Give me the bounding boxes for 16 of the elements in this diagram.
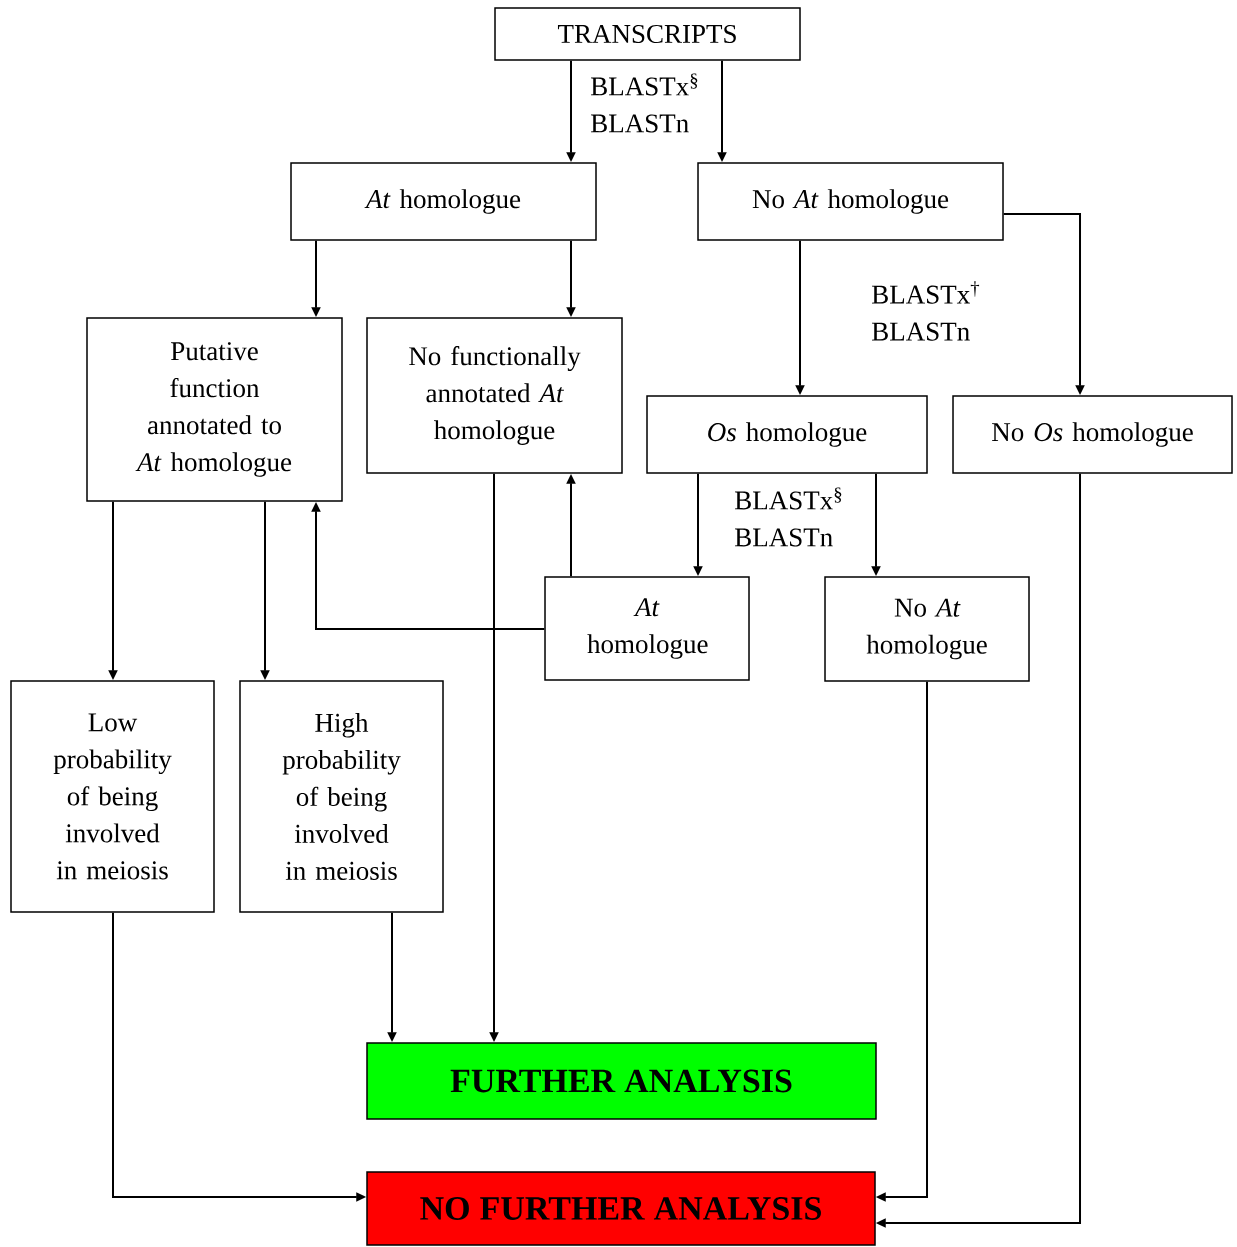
process-box: High probability of being involved in meiosis: [239, 680, 444, 913]
annotation-label: BLASTx$^{§}$ BLASTn: [591, 73, 698, 133]
annotation-label: BLASTx$^{†}$ BLASTn: [872, 281, 980, 341]
process-box: No At homologue: [824, 576, 1030, 682]
process-box: At homologue: [290, 162, 597, 241]
process-box: Os homologue: [646, 395, 928, 474]
process-box: Low probability of being involved in meiosis: [10, 680, 215, 913]
process-box: No functionally annotated At homologue: [366, 317, 623, 474]
annotation-label: BLASTx$^{§}$ BLASTn: [735, 487, 842, 547]
process-box: TRANSCRIPTS: [494, 7, 801, 61]
process-box: Putative function annotated to At homologue: [86, 317, 343, 502]
result-box: NO FURTHER ANALYSIS: [366, 1171, 876, 1246]
process-box: No At homologue: [697, 162, 1004, 241]
process-box: No Os homologue: [952, 395, 1233, 474]
process-box: At homologue: [544, 576, 750, 681]
result-box: FURTHER ANALYSIS: [366, 1042, 877, 1120]
